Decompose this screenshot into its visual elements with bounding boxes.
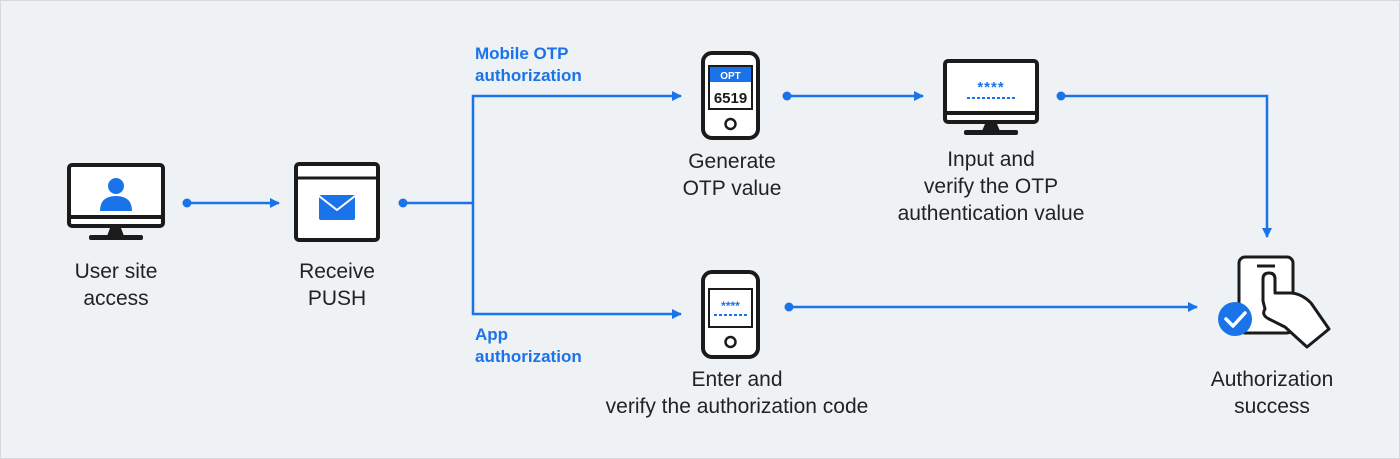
arrow-split-to-generate-otp (471, 91, 682, 203)
node-label-line: success (1234, 395, 1310, 418)
monitor-user-icon (67, 163, 165, 240)
node-label-receive-push: Receive PUSH (299, 258, 375, 312)
node-label-line: Input and (947, 148, 1035, 171)
branch-label-line: App (475, 325, 509, 344)
branch-label-line: authorization (475, 347, 582, 366)
node-label-line: Receive (299, 260, 375, 283)
node-label-line: verify the authorization code (605, 395, 869, 418)
otp-code: 6519 (714, 90, 747, 107)
node-label-input-verify-otp: Input and verify the OTP authentication … (898, 146, 1085, 227)
connector-dots (182, 91, 1066, 312)
branch-label-line: authorization (475, 66, 582, 85)
browser-mail-icon (294, 162, 380, 242)
node-label-line: authentication value (897, 202, 1085, 225)
tablet-tap-check-icon (1218, 255, 1331, 349)
otp-mask: **** (977, 79, 1004, 96)
branch-label-line: Mobile OTP (475, 44, 569, 63)
node-label-generate-otp: Generate OTP value (683, 148, 782, 202)
node-label-line: verify the OTP (923, 175, 1059, 198)
phone-password-icon: **** (701, 270, 760, 359)
arrow-input-to-success (1061, 94, 1272, 238)
node-label-user-site-access: User site access (75, 258, 158, 312)
node-label-line: OTP value (682, 177, 782, 200)
otp-badge: OPT (720, 71, 741, 82)
node-label-line: Enter and (691, 368, 783, 391)
code-mask: **** (721, 299, 740, 313)
node-label-line: access (83, 287, 149, 310)
node-label-line: PUSH (307, 287, 367, 310)
node-label-authorization-success: Authorization success (1211, 366, 1334, 420)
node-label-enter-verify-code: Enter and verify the authorization code (606, 366, 869, 420)
node-label-line: Generate (688, 150, 776, 173)
branch-label-mobile-otp: Mobile OTP authorization (475, 43, 582, 87)
monitor-password-icon: **** (943, 59, 1039, 135)
arrow-split-to-enter-code (471, 203, 682, 319)
connectors (187, 91, 1272, 319)
node-label-line: User site (74, 260, 158, 283)
node-label-line: Authorization (1210, 368, 1334, 391)
phone-otp-icon: OPT 6519 (701, 51, 760, 140)
branch-label-app: App authorization (475, 324, 582, 368)
